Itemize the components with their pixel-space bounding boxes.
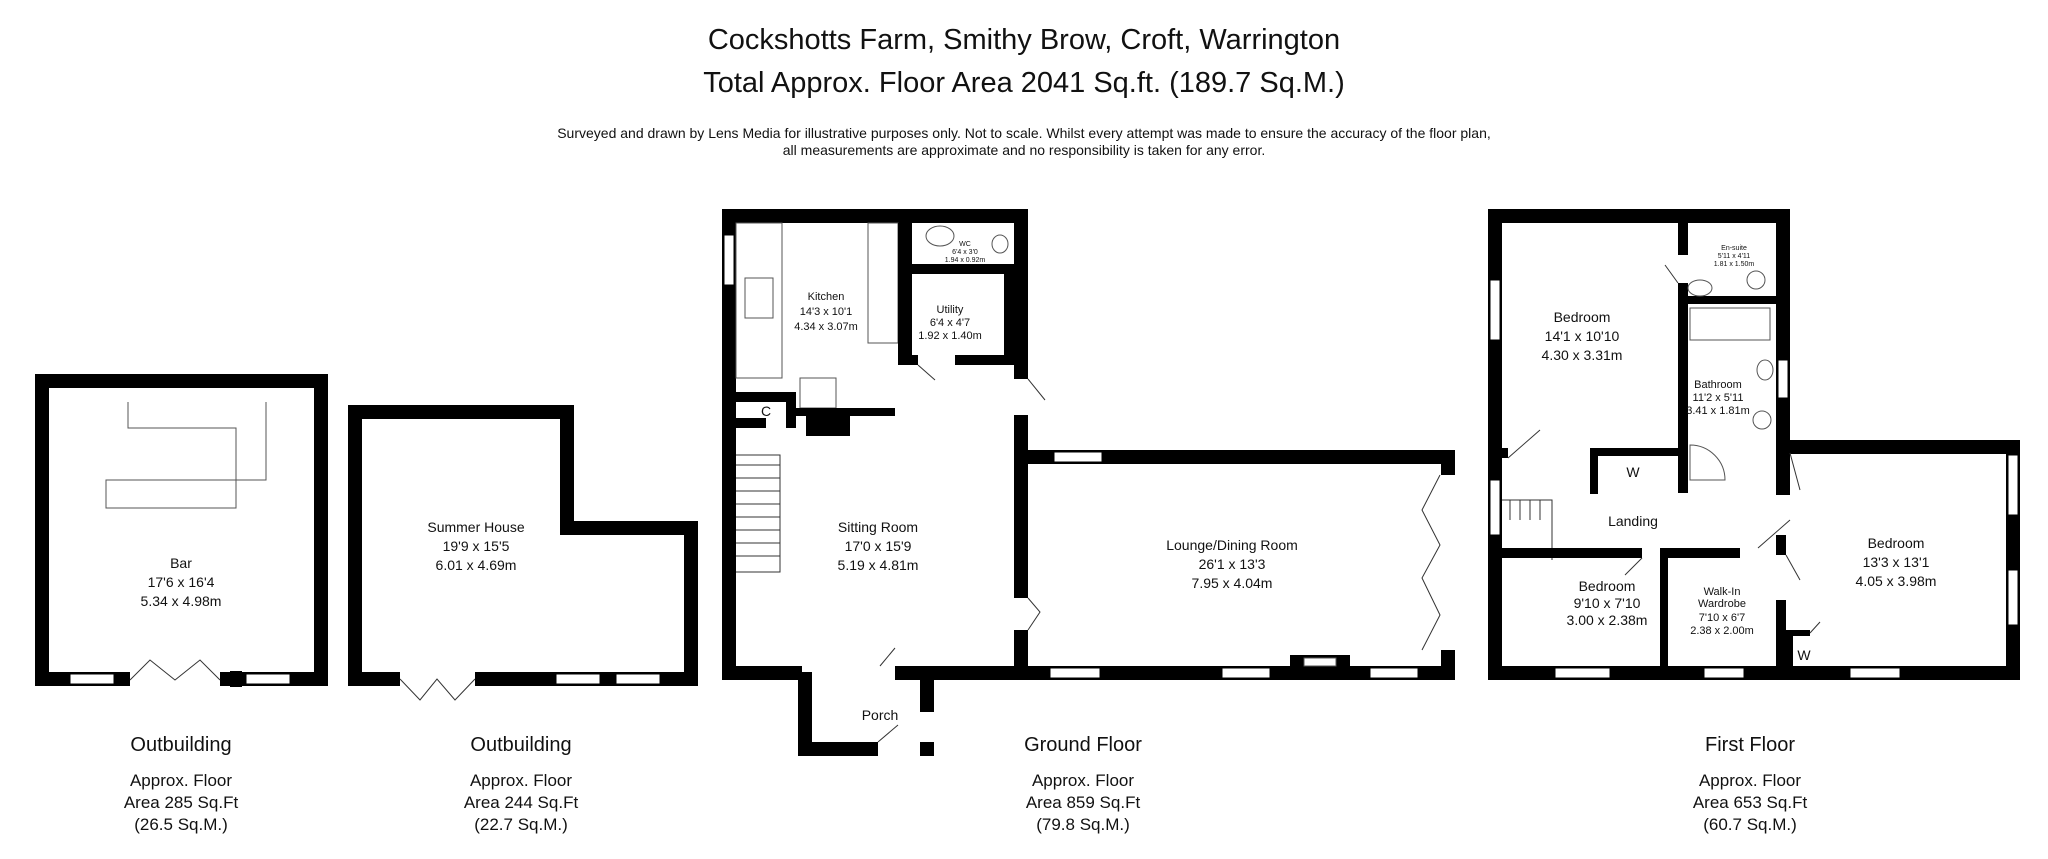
lounge-imperial: 26'1 x 13'3 [1199,556,1266,572]
cupboard-label: C [761,403,771,419]
ground-floor-caption-line1: Approx. Floor [1032,771,1134,790]
bedroom-3-metric: 4.05 x 3.98m [1856,573,1937,589]
summer-house-caption-line3: (22.7 Sq.M.) [474,815,568,834]
wardrobe-1-label: W [1626,464,1640,480]
bedroom-2-name: Bedroom [1579,578,1636,594]
ground-floor-caption-name: Ground Floor [1024,734,1142,756]
lounge-name: Lounge/Dining Room [1166,537,1298,553]
bar-caption-name: Outbuilding [130,734,231,756]
bar-outbuilding [35,374,328,687]
bar-room-metric: 5.34 x 4.98m [141,593,222,609]
first-floor-caption-line3: (60.7 Sq.M.) [1703,815,1797,834]
sitting-room-imperial: 17'0 x 15'9 [845,538,912,554]
ground-floor [722,209,1455,756]
bathroom-metric: 3.41 x 1.81m [1686,405,1750,417]
wardrobe-2-label: W [1797,647,1811,663]
ground-floor-caption-line2: Area 859 Sq.Ft [1026,793,1141,812]
porch-label: Porch [862,707,899,723]
ensuite-imperial: 5'11 x 4'11 [1718,253,1750,260]
lounge-metric: 7.95 x 4.04m [1192,575,1273,591]
summer-house-caption-line1: Approx. Floor [470,771,572,790]
utility-imperial: 6'4 x 4'7 [930,317,970,329]
summer-house-metric: 6.01 x 4.69m [436,557,517,573]
bar-caption-line1: Approx. Floor [130,771,232,790]
bedroom-2-imperial: 9'10 x 7'10 [1574,595,1641,611]
summer-house-room-name: Summer House [427,519,524,535]
wc-imperial: 6'4 x 3'0 [952,249,978,256]
ensuite-metric: 1.81 x 1.50m [1714,261,1755,268]
plan-title: Cockshotts Farm, Smithy Brow, Croft, War… [707,24,1341,56]
walkin-name-line2: Wardrobe [1698,598,1746,610]
disclaimer-line-1: Surveyed and drawn by Lens Media for ill… [557,125,1491,141]
walkin-name-line1: Walk-In [1704,586,1741,598]
bar-caption-line3: (26.5 Sq.M.) [134,815,228,834]
wc-name: WC [959,241,971,248]
first-floor [1488,209,2020,680]
bar-room-name: Bar [170,555,192,571]
bedroom-1-imperial: 14'1 x 10'10 [1545,328,1620,344]
sitting-room-name: Sitting Room [838,519,918,535]
landing-label: Landing [1608,513,1658,529]
disclaimer-line-2: all measurements are approximate and no … [782,142,1266,158]
sitting-room-metric: 5.19 x 4.81m [838,557,919,573]
bar-room-imperial: 17'6 x 16'4 [148,574,215,590]
kitchen-name: Kitchen [808,291,845,303]
bedroom-3-imperial: 13'3 x 13'1 [1863,554,1930,570]
walkin-imperial: 7'10 x 6'7 [1699,612,1745,624]
utility-name: Utility [937,304,964,316]
wc-metric: 1.94 x 0.92m [945,257,986,264]
first-floor-caption-name: First Floor [1705,734,1795,756]
bedroom-3-name: Bedroom [1868,535,1925,551]
ground-floor-caption-line3: (79.8 Sq.M.) [1036,815,1130,834]
summer-house-caption-name: Outbuilding [470,734,571,756]
bedroom-2-metric: 3.00 x 2.38m [1567,612,1648,628]
summer-house-outbuilding [348,405,698,701]
utility-metric: 1.92 x 1.40m [918,330,982,342]
walkin-metric: 2.38 x 2.00m [1690,625,1754,637]
summer-house-imperial: 19'9 x 15'5 [443,538,510,554]
summer-house-caption-line2: Area 244 Sq.Ft [464,793,579,812]
total-area: Total Approx. Floor Area 2041 Sq.ft. (18… [703,67,1345,99]
bar-caption-line2: Area 285 Sq.Ft [124,793,239,812]
first-floor-caption-line1: Approx. Floor [1699,771,1801,790]
first-floor-caption-line2: Area 653 Sq.Ft [1693,793,1808,812]
ensuite-name: En-suite [1721,245,1747,252]
bedroom-1-name: Bedroom [1554,309,1611,325]
kitchen-imperial: 14'3 x 10'1 [800,306,853,318]
bathroom-name: Bathroom [1694,379,1742,391]
bedroom-1-metric: 4.30 x 3.31m [1542,347,1623,363]
bathroom-imperial: 11'2 x 5'11 [1693,392,1744,404]
kitchen-metric: 4.34 x 3.07m [794,321,858,333]
